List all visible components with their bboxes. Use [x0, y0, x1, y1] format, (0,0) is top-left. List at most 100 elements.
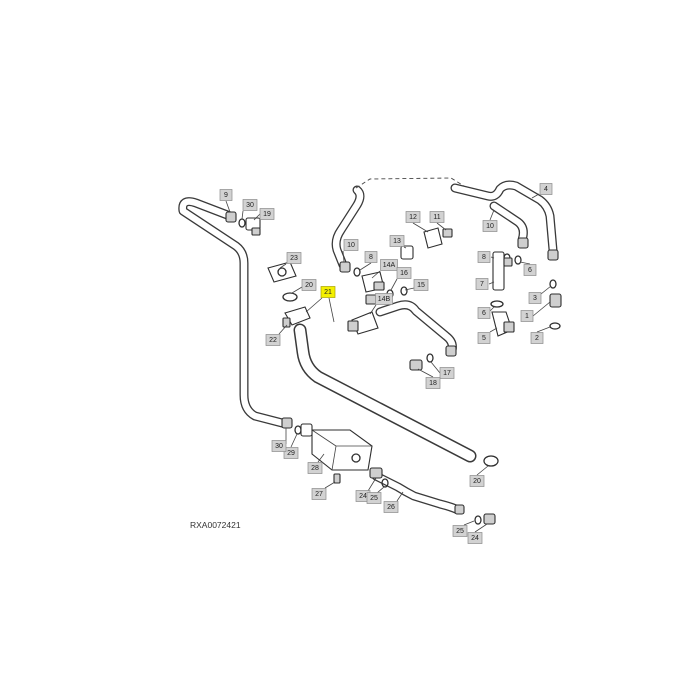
bolt-27 [333, 473, 341, 484]
pipe-left-long-inner [179, 198, 290, 428]
nut-15-end [445, 345, 457, 357]
leader-14b [369, 304, 377, 315]
callout-number: 4 [544, 186, 548, 193]
callout-c25a: 25 [366, 492, 382, 504]
oring-20-lower [483, 455, 499, 467]
leader-19 [253, 213, 261, 221]
callout-number: 13 [393, 238, 401, 245]
callout-c30b: 30 [271, 440, 287, 452]
dashed-line-top [355, 177, 465, 189]
flange-23 [267, 261, 297, 283]
oring-17 [426, 353, 434, 363]
callout-number: 5 [482, 335, 486, 342]
oring-25-left [381, 478, 389, 488]
callout-c27: 27 [311, 488, 327, 500]
callout-box [477, 332, 491, 344]
callout-number: 28 [311, 465, 319, 472]
callout-box [539, 183, 553, 195]
tee-7 [492, 251, 505, 291]
callout-number: 25 [370, 495, 378, 502]
leader-lines [225, 193, 552, 533]
leader-6b [519, 261, 531, 265]
leader-20a [291, 286, 303, 294]
callout-box [301, 279, 317, 291]
callout-c5: 5 [477, 332, 491, 344]
leader-15 [404, 287, 415, 291]
leader-13 [403, 246, 407, 249]
callout-number: 12 [409, 214, 417, 221]
callout-box [439, 367, 455, 379]
callout-number: 30 [246, 202, 254, 209]
callout-box [307, 462, 323, 474]
callout-number: 26 [387, 504, 395, 511]
leader-10a [342, 250, 345, 263]
flange-23-hole [277, 267, 287, 277]
pipe-top-mid-inner [332, 186, 364, 269]
callout-number: 17 [443, 370, 451, 377]
leader-2 [536, 326, 551, 333]
callout-box [523, 264, 537, 276]
callout-box [311, 488, 327, 500]
nut-10-left [339, 261, 351, 273]
callout-number: 1 [525, 313, 529, 320]
callout-box [477, 251, 491, 263]
leader-6a [489, 305, 496, 312]
callout-c7: 7 [475, 278, 489, 290]
callout-c20b: 20 [469, 475, 485, 487]
callout-box [380, 259, 398, 271]
callout-c16: 16 [396, 267, 412, 279]
oring-15 [400, 286, 408, 296]
leader-27 [324, 481, 336, 489]
callout-number: 10 [347, 242, 355, 249]
callout-box [469, 475, 485, 487]
pipe-group [178, 180, 558, 515]
adapter-24-right [483, 513, 496, 525]
leader-16 [390, 278, 398, 291]
oring-25-right [474, 515, 482, 525]
callout-number: 27 [315, 491, 323, 498]
callout-number: 23 [290, 255, 298, 262]
callout-c15: 15 [413, 279, 429, 291]
pipe-top-right-inner [451, 181, 557, 254]
callout-box [467, 532, 483, 544]
bolt-22 [282, 317, 291, 328]
callout-number: 9 [224, 192, 228, 199]
leader-23 [279, 263, 287, 269]
leader-26 [396, 491, 404, 502]
leader-11 [436, 222, 447, 231]
callout-box [366, 492, 382, 504]
callout-number: 22 [269, 337, 277, 344]
elbow-12 [423, 227, 443, 249]
oring-29 [294, 425, 302, 435]
callout-c3: 3 [528, 292, 542, 304]
callout-box [259, 208, 275, 220]
callout-c10b: 10 [482, 220, 498, 232]
adapter-mid [365, 294, 377, 305]
callout-number: 21 [324, 289, 332, 296]
callout-number: 24 [359, 493, 367, 500]
callout-number: 6 [528, 267, 532, 274]
callout-box [219, 189, 233, 201]
callout-c4: 4 [539, 183, 553, 195]
oring-30 [238, 218, 246, 228]
callout-number: 20 [473, 478, 481, 485]
leader-1 [532, 301, 551, 317]
leader-24a [367, 477, 377, 492]
callout-number: 6 [482, 310, 486, 317]
block-28-edge [311, 429, 372, 471]
callout-box [396, 267, 412, 279]
callout-box [429, 211, 445, 223]
callout-number: 14B [378, 296, 391, 303]
callout-c8b: 8 [364, 251, 378, 263]
reference-code: RXA0072421 [190, 520, 241, 530]
callout-box [452, 525, 468, 537]
callout-c24b: 24 [467, 532, 483, 544]
callout-c23: 23 [286, 252, 302, 264]
callout-number: 25 [456, 528, 464, 535]
callout-box [530, 332, 544, 344]
leader-9 [225, 200, 231, 213]
callout-c1: 1 [520, 310, 534, 322]
block-28-port [351, 453, 361, 463]
nut-left-bottom [281, 417, 293, 429]
oring-6-upper [514, 255, 522, 265]
